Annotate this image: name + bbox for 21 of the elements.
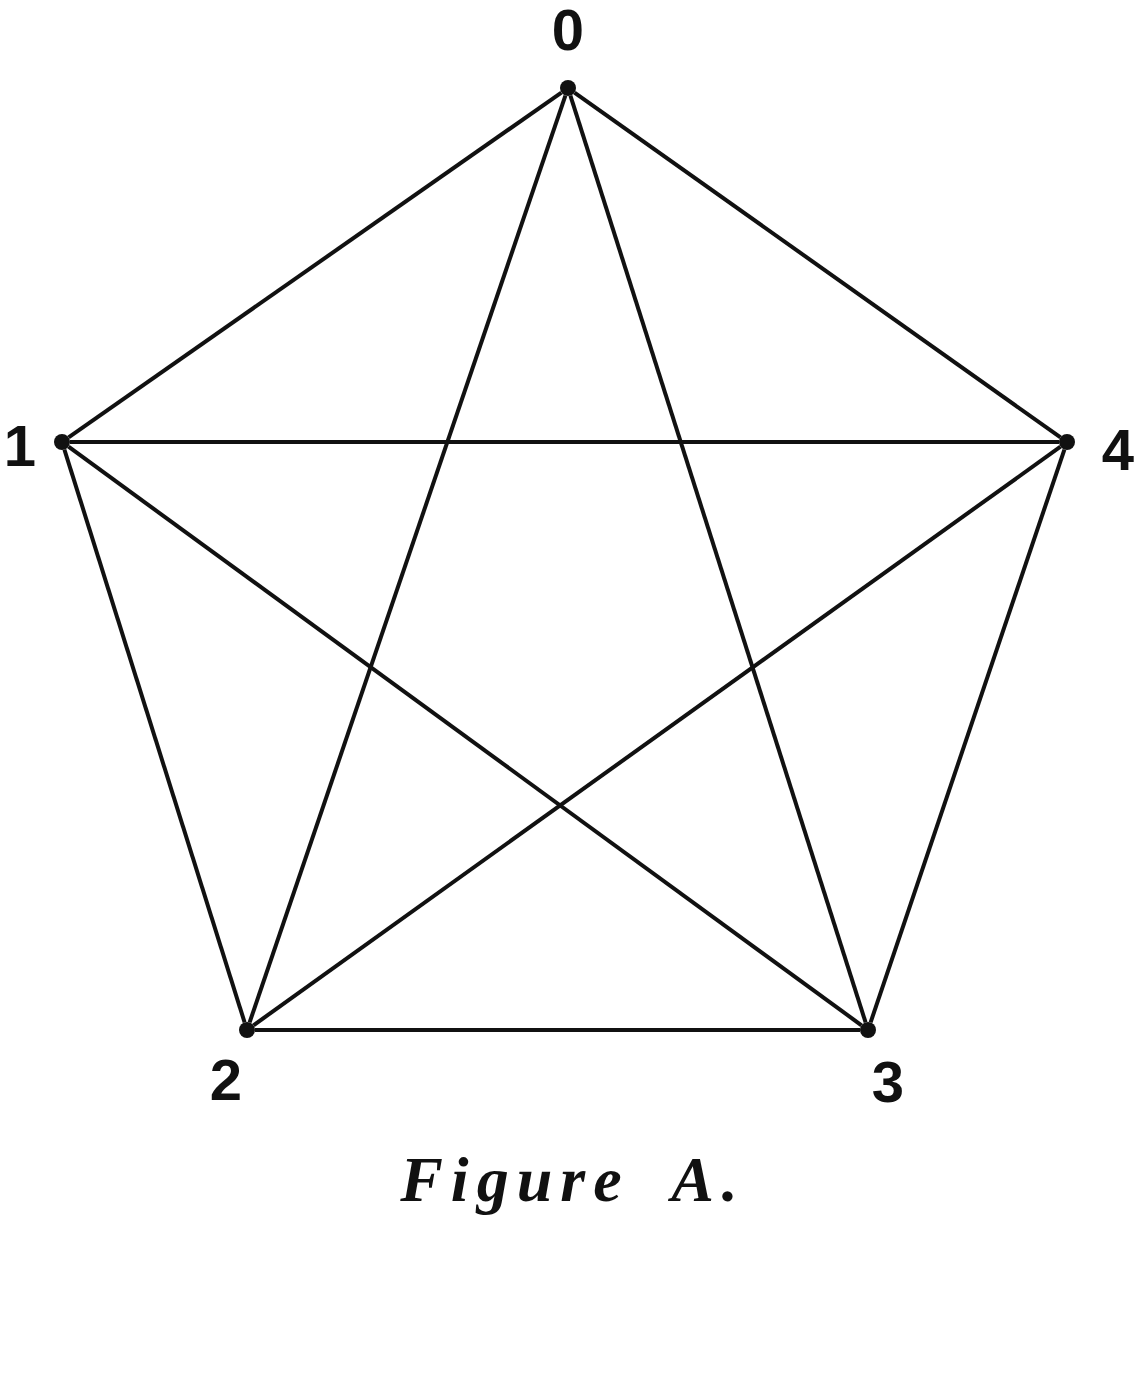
vertex-number: 3 — [871, 1053, 905, 1111]
edge-line — [70, 440, 1059, 444]
vertex-dot — [1059, 434, 1075, 450]
vertex-number: 1 — [3, 417, 37, 475]
edge-line — [252, 445, 1062, 1027]
edge-line — [67, 90, 563, 440]
vertex-dot — [860, 1022, 876, 1038]
vertex-dot — [54, 434, 70, 450]
vertex-number: 2 — [209, 1051, 243, 1109]
vertex-dot — [239, 1022, 255, 1038]
edge-line — [868, 448, 1067, 1024]
edge-line — [568, 95, 868, 1023]
edge-line — [62, 449, 247, 1023]
edge-line — [67, 445, 863, 1027]
vertex-number: 0 — [551, 1, 585, 59]
figure-caption: Figure A. — [400, 1145, 746, 1216]
vertex-dot — [560, 80, 576, 96]
edge-line — [247, 94, 568, 1024]
edge-line — [573, 90, 1062, 440]
edge-line — [255, 1028, 860, 1032]
vertex-number: 4 — [1101, 421, 1135, 479]
